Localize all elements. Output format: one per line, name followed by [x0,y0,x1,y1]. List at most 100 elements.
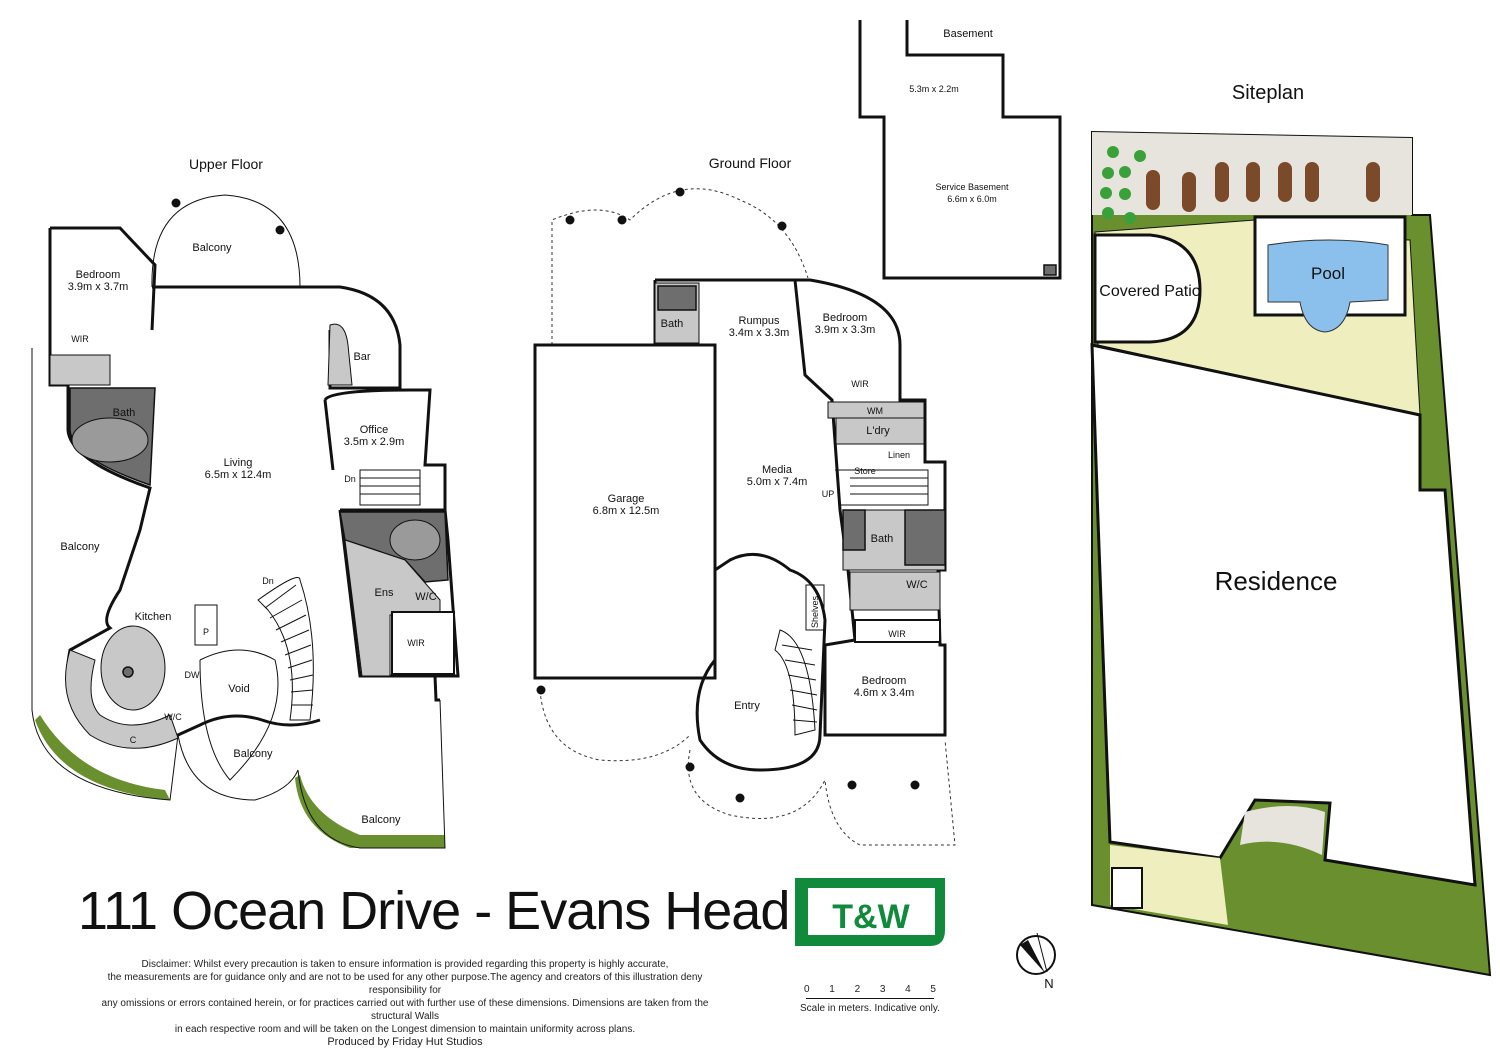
scale-tick: 3 [879,984,886,995]
room-label: Living [224,457,253,469]
room-size: 5.0m x 7.4m [747,476,808,488]
upper-floor-heading: Upper Floor [189,156,263,172]
room-label: Bath [661,318,684,330]
scale-tick: 0 [804,984,810,995]
room-label: Balcony [192,242,232,254]
room-label: Void [228,683,249,695]
ground-floor-plan: Ground Floor Bath Rumpus 3.4m x 3.3m Bed… [533,155,956,846]
logo-text: T&W [832,898,910,936]
wall [323,388,460,702]
room-label: 5.3m x 2.2m [909,84,959,94]
upper-stairs [257,469,421,721]
outbuilding [1111,867,1143,909]
siteplan: Siteplan Covered Patio Pool Residence [1090,82,1492,977]
room-label: Linen [888,450,910,460]
room-label: Ens [375,587,394,599]
entry-stairs [774,629,818,736]
kitchen-island [100,625,166,711]
laundry-area [835,417,925,445]
garden-plants [1100,146,1146,224]
property-title: 111 Ocean Drive - Evans Head [78,881,790,941]
room-label: Balcony [361,814,401,826]
scale-line [806,998,934,999]
garage-walls [533,343,717,680]
stair-direction: Dn [262,576,274,586]
covered-patio [1093,233,1202,344]
basement-plan: Basement 5.3m x 2.2m Service Basement 6.… [858,20,1062,280]
room-label: W/C [906,579,927,591]
compass-icon: N [1016,932,1056,991]
room-label: Shelves [810,595,820,628]
producer-credit: Produced by Friday Hut Studios [327,1036,483,1048]
patio-label: Covered Patio [1099,283,1200,300]
wall [50,226,157,331]
room-size: 4.6m x 3.4m [854,687,915,699]
pool-label: Pool [1311,264,1345,283]
disclaimer-line: the measurements are for guidance only a… [107,972,703,996]
shelves [805,584,825,631]
pantry [194,604,218,646]
disclaimer-line: in each respective room and will be take… [174,1024,636,1035]
room-label: WIR [71,334,89,344]
room-label: P [203,627,209,637]
room-label: C [130,735,137,745]
balcony-outline [31,348,179,801]
tw-logo: T&W [795,878,945,946]
room-size: 6.5m x 12.4m [205,469,272,481]
room-size: 3.4m x 3.3m [729,327,790,339]
wall [323,399,445,678]
scale-tick: 5 [930,984,936,995]
room-label: L'dry [866,425,890,437]
wall [653,280,827,772]
scale-tick: 4 [905,984,911,995]
void-outline [199,649,279,781]
room-label: Bath [871,533,894,545]
wc-area [849,571,941,611]
bathtub [389,519,441,561]
room-label: Office [360,424,389,436]
ground-floor-heading: Ground Floor [709,155,792,171]
stair-direction: Dn [344,474,356,484]
room-label: W/C [415,591,436,603]
wir-area [49,354,111,386]
room-label: Service Basement [935,182,1009,192]
wall [152,285,402,390]
grass-strip [295,775,445,848]
siteplan-heading: Siteplan [1232,82,1304,104]
room-label: WIR [851,379,869,389]
upper-floor-plan: Upper Floor Balcony Bedroom 3.9m x 3.7m … [31,156,460,849]
bathtub [71,417,149,463]
residence-footprint [1090,343,1477,887]
bath-fixtures [842,509,946,566]
scale-tick: 1 [829,984,835,995]
balcony-outline [151,194,301,288]
wir-closet [854,619,941,643]
room-label: Bath [113,407,136,419]
room-label: WIR [407,638,425,648]
room-label: Bedroom [862,675,907,687]
room-label: Media [762,464,793,476]
wir-closet [391,611,455,675]
room-label: Garage [608,493,645,505]
room-label: Bar [353,351,370,363]
scale-caption: Scale in meters. Indicative only. [800,1003,940,1014]
room-label: DW [185,670,200,680]
grass-strip [35,715,170,800]
room-size: 3.9m x 3.3m [815,324,876,336]
wall [655,278,947,737]
room-label: Kitchen [135,611,172,623]
disclaimer: Disclaimer: Whilst every precaution is t… [80,958,730,1049]
basement-fixture [1043,264,1057,276]
room-size: 6.8m x 12.5m [593,505,660,517]
room-size: 3.5m x 2.9m [344,436,405,448]
deck-outline [539,689,956,846]
basement-walls [858,20,1062,280]
disclaimer-line: any omissions or errors contained herein… [101,998,709,1022]
room-label: Balcony [233,748,273,760]
balcony-outline [177,699,446,849]
room-label: Store [854,466,876,476]
shower [657,285,697,311]
room-size: 6.6m x 6.0m [947,194,997,204]
room-label: Bedroom [76,269,121,281]
